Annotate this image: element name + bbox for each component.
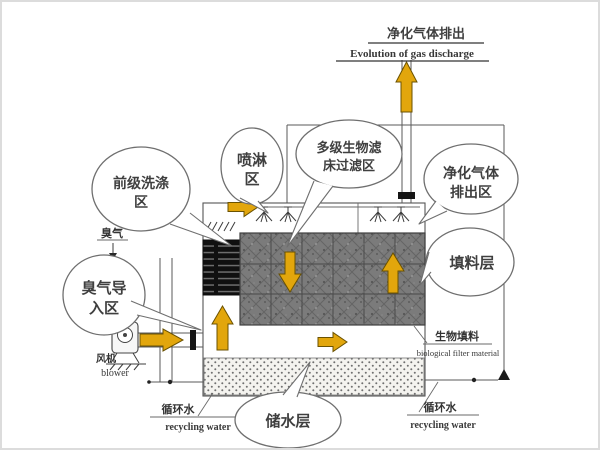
odor-text: 臭气 [101,226,123,240]
bubble-packing-label: 填料层 [449,254,494,272]
bubble-biofilter: 多级生物滤 床过滤区 [286,119,403,248]
bubble-pre-wash: 前级洗涤 区 [91,146,233,247]
recycling-water-right-label: 循环水 recycling water [407,400,479,431]
bubble-pre-wash-line2: 区 [134,195,148,211]
wash-spray-hatch [205,221,236,232]
pipe-flange [398,192,415,199]
recycling-water-left-label: 循环水 recycling water [150,402,247,433]
pipe-junction-dot [147,380,151,384]
pipe-flange [190,330,196,350]
bubble-packing: 填料层 [419,227,515,297]
bubble-odor-inlet-line1: 臭气导 [81,279,126,297]
bio-media-label: 生物填料 biological filter material [417,329,500,358]
title-block: 净化气体排出 Evolution of gas discharge [336,26,489,62]
bubble-pre-wash-line1: 前级洗涤 [113,175,169,192]
bubble-gas-outlet-line1: 净化气体 [443,165,500,182]
recycling-left-cn: 循环水 [162,402,196,416]
blower-en: blower [101,368,129,379]
arrow-up-media-icon [381,252,405,294]
blower-label: 风机 blower [96,352,130,379]
recycling-right-cn: 循环水 [424,400,458,414]
bubble-biofilter-line2: 床过滤区 [323,158,375,174]
arrow-up-left-icon [211,305,234,351]
leader-lines [197,325,439,417]
arrow-right-gap-icon [317,331,348,353]
flow-arrows [139,60,418,353]
bubble-water-storage: 储水层 [234,361,342,448]
recycling-right-en: recycling water [410,420,476,431]
bubble-gas-outlet: 净化气体 排出区 [418,143,519,225]
pipe-junction-dot [167,379,173,385]
bio-media-cn: 生物填料 [435,329,479,343]
bubble-odor-inlet-line2: 入区 [89,299,119,317]
bubble-spray-line1: 喷淋 [237,151,267,169]
bubble-biofilter-line1: 多级生物滤 [316,140,381,156]
bubble-gas-outlet-line2: 排出区 [450,184,492,201]
bubble-spray: 喷淋 区 [220,127,284,214]
arrow-up-exhaust-icon [395,60,418,113]
water-storage-layer [203,357,425,396]
bubble-spray-line2: 区 [244,170,259,188]
check-valve-icon [498,369,510,380]
bubble-odor-inlet: 臭气导 入区 [62,254,202,336]
blower-cn: 风机 [96,352,116,365]
bubble-water-storage-label: 储水层 [265,412,310,430]
arrow-right-blower-icon [139,328,185,352]
arrow-down-media-icon [278,251,302,293]
title-cn: 净化气体排出 [387,26,465,42]
pipe-junction-dot [471,377,477,383]
louver-stack [202,239,241,296]
recycling-left-en: recycling water [165,422,231,433]
bio-media-en: biological filter material [417,348,500,358]
title-en: Evolution of gas discharge [350,48,474,60]
